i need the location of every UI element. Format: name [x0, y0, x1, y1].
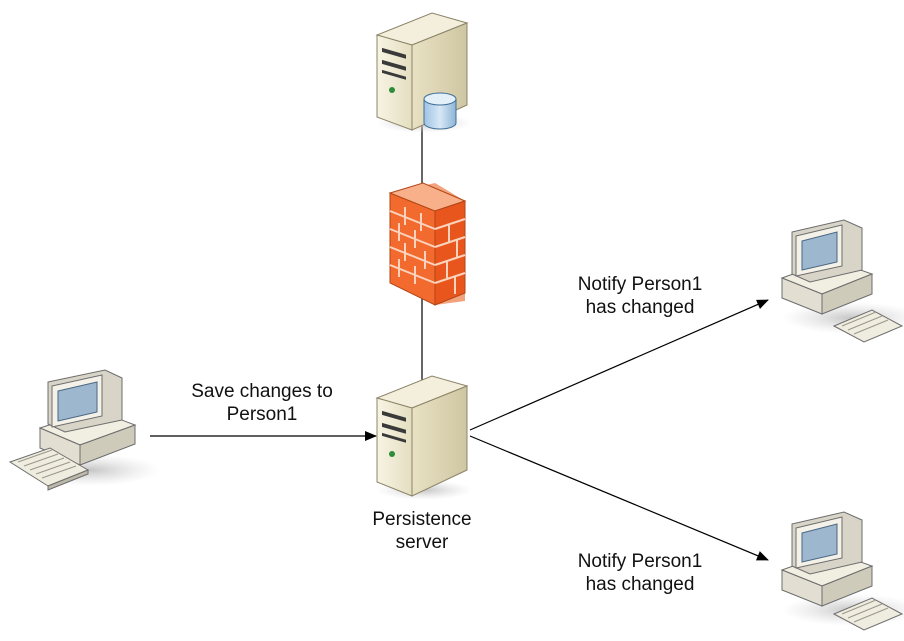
save-changes-line1: Save changes to [191, 381, 333, 402]
database-cylinder-icon [423, 92, 457, 130]
persistence-server-line2: server [395, 532, 449, 553]
notify-bottom-label: Notify Person1 has changed [550, 550, 730, 596]
persistence-server-icon [375, 375, 472, 500]
persistence-server-line1: Persistence [372, 509, 472, 530]
notify-top-line2: has changed [585, 297, 695, 318]
save-changes-label: Save changes to Person1 [172, 380, 352, 426]
notify-top-arrow [469, 299, 769, 431]
notify-bottom-arrow [469, 435, 769, 561]
notify-top-line1: Notify Person1 [577, 274, 703, 295]
persistence-server-label: Persistence server [332, 508, 512, 554]
save-changes-line2: Person1 [226, 404, 298, 425]
notify-bottom-line1: Notify Person1 [577, 551, 703, 572]
notify-bottom-line2: has changed [585, 574, 695, 595]
notify-top-label: Notify Person1 has changed [550, 273, 730, 319]
workstation-top-right-icon [780, 219, 904, 343]
database-server-icon [375, 12, 472, 133]
firewall-icon [388, 182, 467, 306]
workstation-left-icon [8, 369, 160, 491]
workstation-bottom-right-icon [780, 511, 904, 631]
